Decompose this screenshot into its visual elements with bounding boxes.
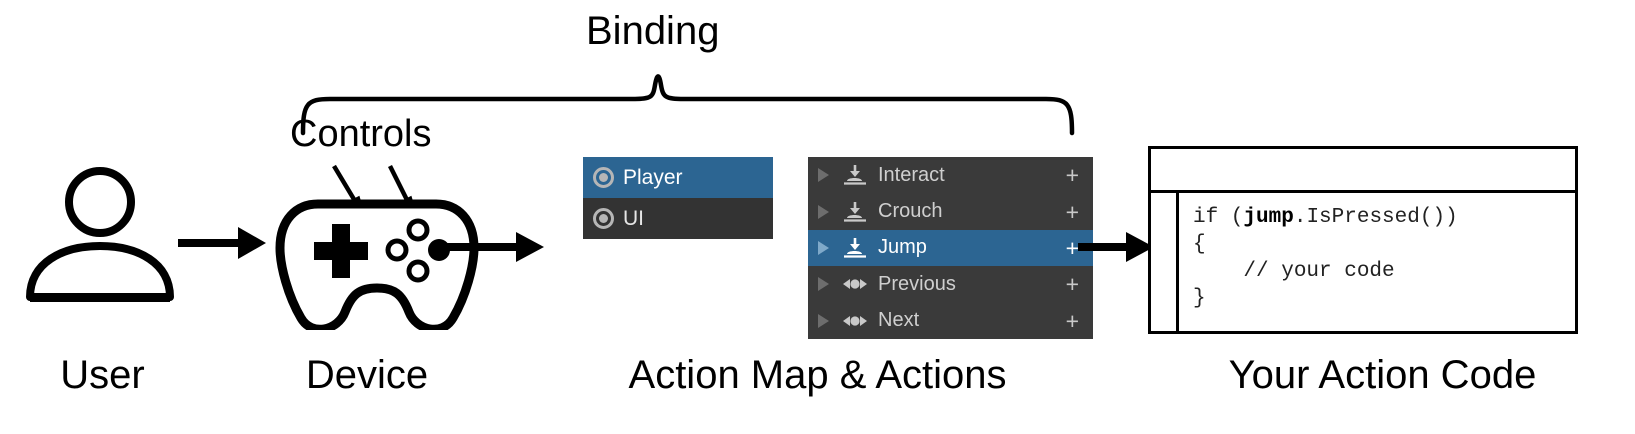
- code-editor-body: if (jump.IsPressed()) { // your code}: [1151, 193, 1575, 334]
- button-press-icon: [844, 237, 866, 258]
- code-editor-gutter: [1151, 193, 1179, 334]
- arrow-right-icon: [438, 232, 544, 262]
- chevron-right-icon[interactable]: [818, 168, 829, 183]
- action-label: Interact: [878, 163, 945, 186]
- add-binding-button[interactable]: +: [1065, 162, 1079, 189]
- axis-icon: [843, 315, 867, 326]
- chevron-right-icon[interactable]: [818, 313, 829, 328]
- action-label: Jump: [878, 236, 927, 259]
- action-row-jump[interactable]: Jump +: [808, 229, 1093, 267]
- action-row-interact[interactable]: Interact +: [808, 157, 1093, 193]
- chevron-right-icon[interactable]: [818, 277, 829, 292]
- action-map-panel: Player UI: [583, 157, 773, 239]
- actions-panel: Interact + Crouch + Jump: [808, 157, 1093, 339]
- action-map-item-label: Player: [623, 165, 683, 189]
- action-label: Next: [878, 309, 920, 332]
- action-row-next[interactable]: Next +: [808, 303, 1093, 339]
- arrow-right-icon: [178, 227, 266, 259]
- caption-action-map: Action Map & Actions: [628, 353, 1007, 397]
- code-line: {: [1193, 233, 1206, 256]
- binding-annotation-label: Binding: [586, 9, 720, 53]
- action-map-item-label: UI: [623, 206, 644, 230]
- button-press-icon: [844, 201, 866, 222]
- action-row-previous[interactable]: Previous +: [808, 266, 1093, 302]
- user-avatar-icon: [26, 167, 174, 302]
- code-editor-text[interactable]: if (jump.IsPressed()) { // your code}: [1179, 193, 1575, 334]
- add-binding-button[interactable]: +: [1065, 198, 1079, 225]
- code-line: }: [1193, 287, 1206, 310]
- action-row-crouch[interactable]: Crouch +: [808, 193, 1093, 229]
- arrow-right-icon: [1078, 232, 1154, 262]
- action-map-ring-icon: [593, 208, 614, 229]
- add-binding-button[interactable]: +: [1065, 234, 1079, 261]
- action-label: Previous: [878, 272, 956, 295]
- action-label: Crouch: [878, 200, 943, 223]
- add-binding-button[interactable]: +: [1065, 307, 1079, 334]
- action-map-item-ui[interactable]: UI: [583, 198, 773, 239]
- action-map-ring-icon: [593, 167, 614, 188]
- code-line: // your code: [1193, 260, 1395, 283]
- caption-device: Device: [305, 353, 429, 397]
- caption-your-action-code: Your Action Code: [1228, 353, 1537, 397]
- caption-user: User: [60, 353, 145, 397]
- axis-icon: [843, 279, 867, 290]
- controls-annotation-label: Controls: [290, 113, 432, 155]
- chevron-right-icon[interactable]: [818, 240, 829, 255]
- code-line: if (jump.IsPressed()): [1193, 206, 1458, 229]
- button-press-icon: [844, 165, 866, 185]
- action-map-item-player[interactable]: Player: [583, 157, 773, 198]
- code-editor-window[interactable]: if (jump.IsPressed()) { // your code}: [1148, 146, 1578, 334]
- chevron-right-icon[interactable]: [818, 204, 829, 219]
- add-binding-button[interactable]: +: [1065, 271, 1079, 298]
- code-editor-titlebar: [1151, 149, 1575, 193]
